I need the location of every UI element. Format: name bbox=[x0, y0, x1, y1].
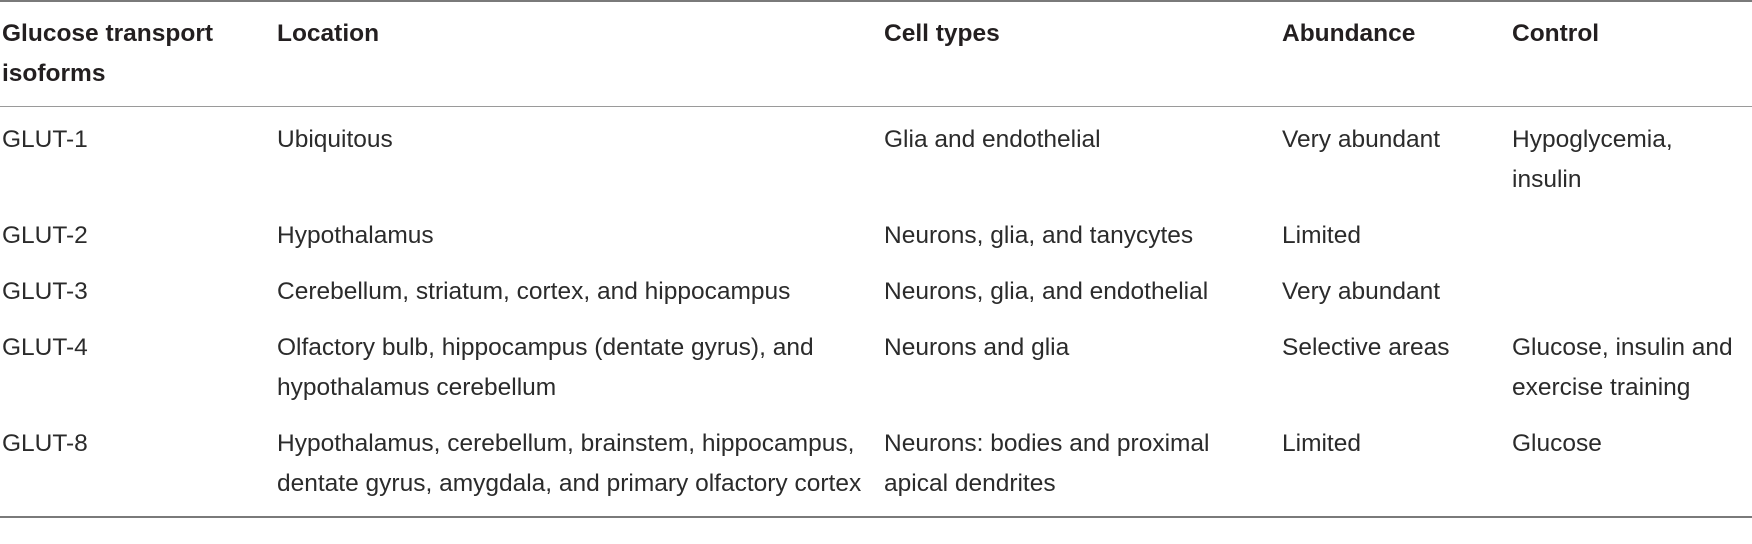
cell-abundance: Very abundant bbox=[1282, 126, 1441, 153]
cell-cell-types: Glia and endothelial bbox=[884, 126, 1101, 153]
cell-location: Hypothalamus bbox=[277, 222, 434, 249]
header-cell-types: Cell types bbox=[882, 1, 1280, 107]
cell-abundance: Limited bbox=[1282, 430, 1361, 457]
cell-isoform: GLUT-2 bbox=[2, 222, 88, 249]
cell-abundance: Limited bbox=[1282, 222, 1361, 249]
cell-cell-types: Neurons and glia bbox=[884, 334, 1070, 361]
glucose-transporter-table: Glucose transport isoforms Location Cell… bbox=[0, 0, 1752, 518]
cell-location: Olfactory bulb, hippocampus (dentate gyr… bbox=[277, 334, 814, 401]
cell-isoform: GLUT-4 bbox=[2, 334, 88, 361]
cell-control: Hypoglycemia, insulin bbox=[1512, 126, 1673, 193]
header-location: Location bbox=[275, 1, 882, 107]
table-row: GLUT-2 Hypothalamus Neurons, glia, and t… bbox=[0, 205, 1752, 261]
cell-location: Ubiquitous bbox=[277, 126, 393, 153]
cell-cell-types: Neurons, glia, and tanycytes bbox=[884, 222, 1194, 249]
table-row: GLUT-1 Ubiquitous Glia and endothelial V… bbox=[0, 107, 1752, 206]
cell-control: Glucose bbox=[1512, 430, 1602, 457]
table-row: GLUT-3 Cerebellum, striatum, cortex, and… bbox=[0, 261, 1752, 317]
cell-cell-types: Neurons: bodies and proximal apical dend… bbox=[884, 430, 1210, 497]
cell-isoform: GLUT-3 bbox=[2, 278, 88, 305]
cell-abundance: Very abundant bbox=[1282, 278, 1441, 305]
table-header-row: Glucose transport isoforms Location Cell… bbox=[0, 1, 1752, 107]
cell-location: Cerebellum, striatum, cortex, and hippoc… bbox=[277, 278, 791, 305]
cell-abundance: Selective areas bbox=[1282, 334, 1450, 361]
cell-cell-types: Neurons, glia, and endothelial bbox=[884, 278, 1209, 305]
header-control: Control bbox=[1510, 1, 1752, 107]
cell-control: Glucose, insulin and exercise training bbox=[1512, 334, 1733, 401]
cell-control bbox=[1510, 205, 1752, 261]
cell-isoform: GLUT-1 bbox=[2, 126, 88, 153]
table-row: GLUT-4 Olfactory bulb, hippocampus (dent… bbox=[0, 317, 1752, 413]
header-abundance: Abundance bbox=[1280, 1, 1510, 107]
cell-location: Hypothalamus, cerebellum, brainstem, hip… bbox=[277, 430, 862, 497]
cell-control bbox=[1510, 261, 1752, 317]
cell-isoform: GLUT-8 bbox=[2, 430, 88, 457]
header-isoforms: Glucose transport isoforms bbox=[0, 1, 275, 107]
table-row: GLUT-8 Hypothalamus, cerebellum, brainst… bbox=[0, 413, 1752, 517]
